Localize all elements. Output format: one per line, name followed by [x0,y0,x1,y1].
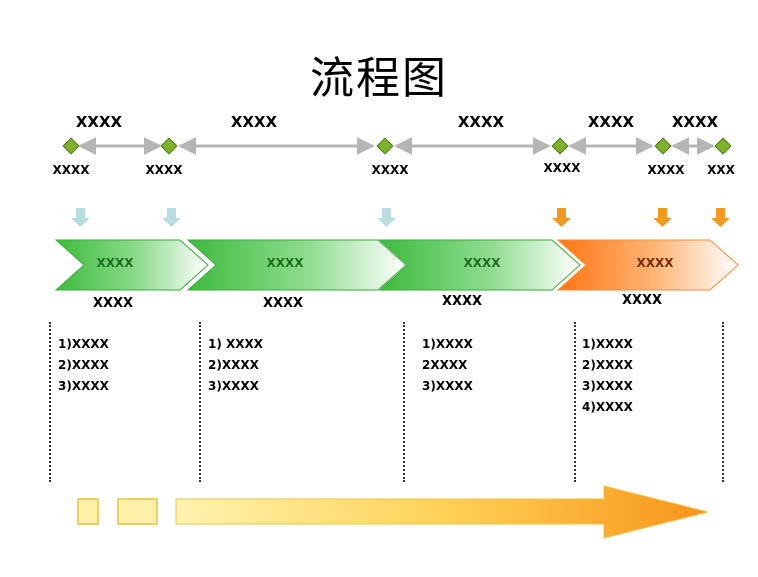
list-item: 1)XXXX [582,337,633,351]
chevron-1 [54,239,209,291]
list-item: 1) XXXX [208,337,264,351]
page-title: 流程图 [310,53,448,104]
list-item: 2)XXXX [58,358,109,372]
list-item: 2)XXXX [582,358,633,372]
list-item: 3)XXXX [58,379,109,393]
chevron-2 [186,239,407,291]
list-item: 1)XXXX [422,337,473,351]
list-item: 3)XXXX [582,379,633,393]
chevron-label-3: XXXX [463,256,501,270]
chevron-4 [556,239,739,291]
down-arrow-icon [653,208,672,227]
column-list-2: 1) XXXX 2)XXXX 3)XXXX [208,334,263,397]
column-divider [574,322,576,482]
column-divider [199,322,201,482]
down-arrow-icon [71,208,90,227]
segment-label-2: XXXX [230,113,278,131]
column-list-1: 1)XXXX 2)XXXX 3)XXXX [58,334,109,397]
list-item: 4)XXXX [582,400,633,414]
segment-label-5: XXXX [671,113,719,131]
progress-big-arrow [175,485,709,539]
down-arrows [71,208,730,227]
column-list-4: 1)XXXX 2)XXXX 3)XXXX 4)XXXX [582,334,633,418]
column-list-3: 1)XXXX 2XXXX 3)XXXX [422,334,473,397]
segment-label-1: XXXX [75,113,123,131]
milestone-label-6: XXX [707,163,735,177]
milestone-label-4: XXXX [543,161,581,175]
list-item: 2)XXXX [208,358,259,372]
segment-label-3: XXXX [457,113,505,131]
milestone-label-1: XXXX [52,163,90,177]
chevron-3 [378,239,581,291]
progress-square-2 [117,498,158,525]
chevron-caption-2: XXXX [262,296,304,311]
milestone-label-3: XXXX [371,163,409,177]
chevron-label-2: XXXX [266,256,304,270]
progress-arrow [77,485,709,539]
list-item: 1)XXXX [58,337,109,351]
chevron-caption-3: XXXX [441,294,483,309]
progress-square-1 [77,498,99,525]
column-divider [49,322,51,482]
milestone-label-5: XXXX [647,163,685,177]
down-arrow-icon [377,208,396,227]
chevron-label-1: XXXX [96,256,134,270]
chevron-caption-1: XXXX [92,296,134,311]
down-arrow-icon [162,208,181,227]
column-divider [403,322,405,482]
segment-label-4: XXXX [587,113,635,131]
list-item: 3)XXXX [208,379,259,393]
list-item: 2XXXX [422,358,468,372]
down-arrow-icon [552,208,571,227]
milestone-label-2: XXXX [145,163,183,177]
chevron-caption-4: XXXX [621,293,663,308]
down-arrow-icon [711,208,730,227]
column-divider [722,322,724,482]
chevron-label-4: XXXX [636,256,674,270]
chevron-row [54,239,739,291]
list-item: 3)XXXX [422,379,473,393]
